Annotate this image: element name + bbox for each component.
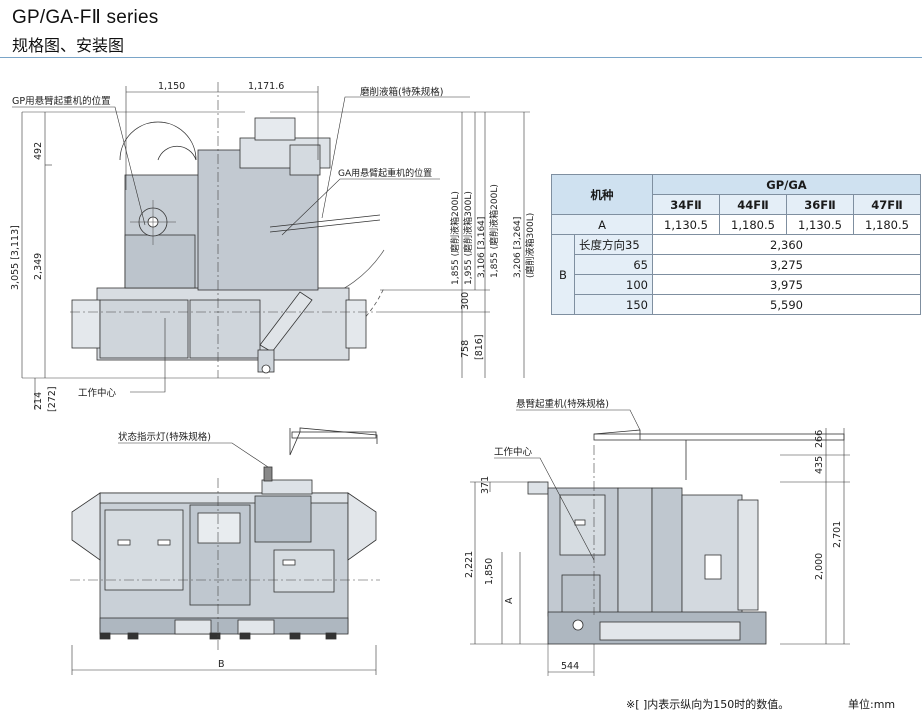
- dim-544: 544: [561, 661, 579, 672]
- table-row-b: 65 3,275: [552, 254, 921, 275]
- row-a-label: A: [551, 214, 653, 235]
- dim-214: 214: [33, 392, 44, 410]
- table-cell: 5,590: [652, 294, 921, 315]
- dim-1955: 1,955 (磨削液箱300L): [462, 191, 474, 285]
- table-model-row: 34FⅡ 44FⅡ 36FⅡ 47FⅡ: [552, 194, 921, 215]
- header-model: 机种: [551, 174, 653, 215]
- table-row-b: 150 5,590: [552, 294, 921, 315]
- top-view: [22, 82, 530, 379]
- title-rule: [0, 57, 922, 58]
- b-row-label: 150: [574, 294, 653, 315]
- label-work-center-top: 工作中心: [78, 387, 117, 399]
- dim-3055: 3,055 [3,113]: [10, 225, 21, 290]
- b-row-label: 100: [574, 274, 653, 295]
- b-row-label: 长度方向35: [574, 234, 653, 255]
- dim-b: B: [218, 659, 225, 670]
- unit-label: 单位:mm: [848, 698, 896, 711]
- table-cell: 3,275: [652, 254, 921, 275]
- label-ga-crane: GA用悬臂起重机的位置: [338, 167, 432, 179]
- dim-3106-sub: 1,855 (磨削液箱200L): [488, 184, 500, 278]
- dim-3206: 3,206 [3,264]: [513, 217, 523, 278]
- header-series: GP/GA: [652, 174, 921, 195]
- label-side-work-center: 工作中心: [494, 446, 533, 458]
- dim-371: 371: [480, 476, 491, 494]
- table-header-row: 机种 GP/GA: [551, 174, 921, 215]
- dim-2221: 2,221: [464, 551, 475, 578]
- table-row-b: 100 3,975: [552, 274, 921, 295]
- table-cell: 1,130.5: [652, 214, 720, 235]
- dim-266: 266: [814, 430, 825, 448]
- dim-3106: 3,106 [3,164]: [477, 217, 487, 278]
- top-view-dimensions: [12, 86, 525, 410]
- dim-top-right: 1,171.6: [248, 81, 284, 92]
- model-cell: 47FⅡ: [853, 194, 921, 215]
- model-cell: 44FⅡ: [719, 194, 787, 215]
- table-row-a: A 1,130.5 1,180.5 1,130.5 1,180.5: [551, 214, 921, 235]
- label-side-crane: 悬臂起重机(特殊规格): [516, 398, 609, 410]
- label-gp-crane: GP用悬臂起重机的位置: [12, 95, 111, 107]
- dim-1850: 1,850: [484, 558, 495, 585]
- table-cell: 1,180.5: [719, 214, 787, 235]
- footnote: ※[ ]内表示纵向为150时的数值。: [626, 698, 790, 711]
- dim-758: 758: [460, 340, 471, 358]
- label-coolant: 磨削液箱(特殊规格): [360, 86, 443, 98]
- page-subtitle: 规格图、安装图: [12, 36, 125, 55]
- dim-1855: 1,855 (磨削液箱200L): [449, 191, 461, 285]
- dim-272: [272]: [47, 386, 58, 412]
- model-cell: 34FⅡ: [652, 194, 720, 215]
- label-status-light: 状态指示灯(特殊规格): [118, 431, 211, 443]
- side-view-labels: 悬臂起重机(特殊规格) 工作中心 371 2,221 1,850 A 544 2…: [464, 398, 843, 672]
- dim-300: 300: [460, 292, 471, 310]
- dim-2000: 2,000: [814, 553, 825, 580]
- dim-492: 492: [33, 142, 44, 160]
- table-cell: 1,180.5: [853, 214, 921, 235]
- dim-2701: 2,701: [832, 521, 843, 548]
- row-b-label: B: [551, 234, 575, 315]
- b-row-label: 65: [574, 254, 653, 275]
- table-cell: 3,975: [652, 274, 921, 295]
- dim-3206-sub: (磨削液箱300L): [524, 213, 536, 278]
- model-cell: 36FⅡ: [786, 194, 854, 215]
- front-view-labels: 状态指示灯(特殊规格) B: [118, 431, 225, 670]
- table-cell: 2,360: [652, 234, 921, 255]
- front-view: [70, 427, 380, 675]
- side-view: [470, 409, 850, 676]
- table-row-b: B 长度方向35 2,360: [551, 234, 921, 315]
- spec-table: 机种 GP/GA 34FⅡ 44FⅡ 36FⅡ 47FⅡ A 1,130.5 1…: [551, 174, 921, 315]
- dim-435: 435: [814, 456, 825, 474]
- dim-816: [816]: [474, 334, 485, 360]
- dim-top-left: 1,150: [158, 81, 185, 92]
- top-view-labels: 1,150 1,171.6 GP用悬臂起重机的位置 磨削液箱(特殊规格) GA用…: [10, 81, 536, 412]
- page-title: GP/GA-FⅡ series: [12, 7, 159, 28]
- dim-2349: 2,349: [33, 253, 44, 280]
- dim-a: A: [504, 597, 515, 604]
- table-cell: 1,130.5: [786, 214, 854, 235]
